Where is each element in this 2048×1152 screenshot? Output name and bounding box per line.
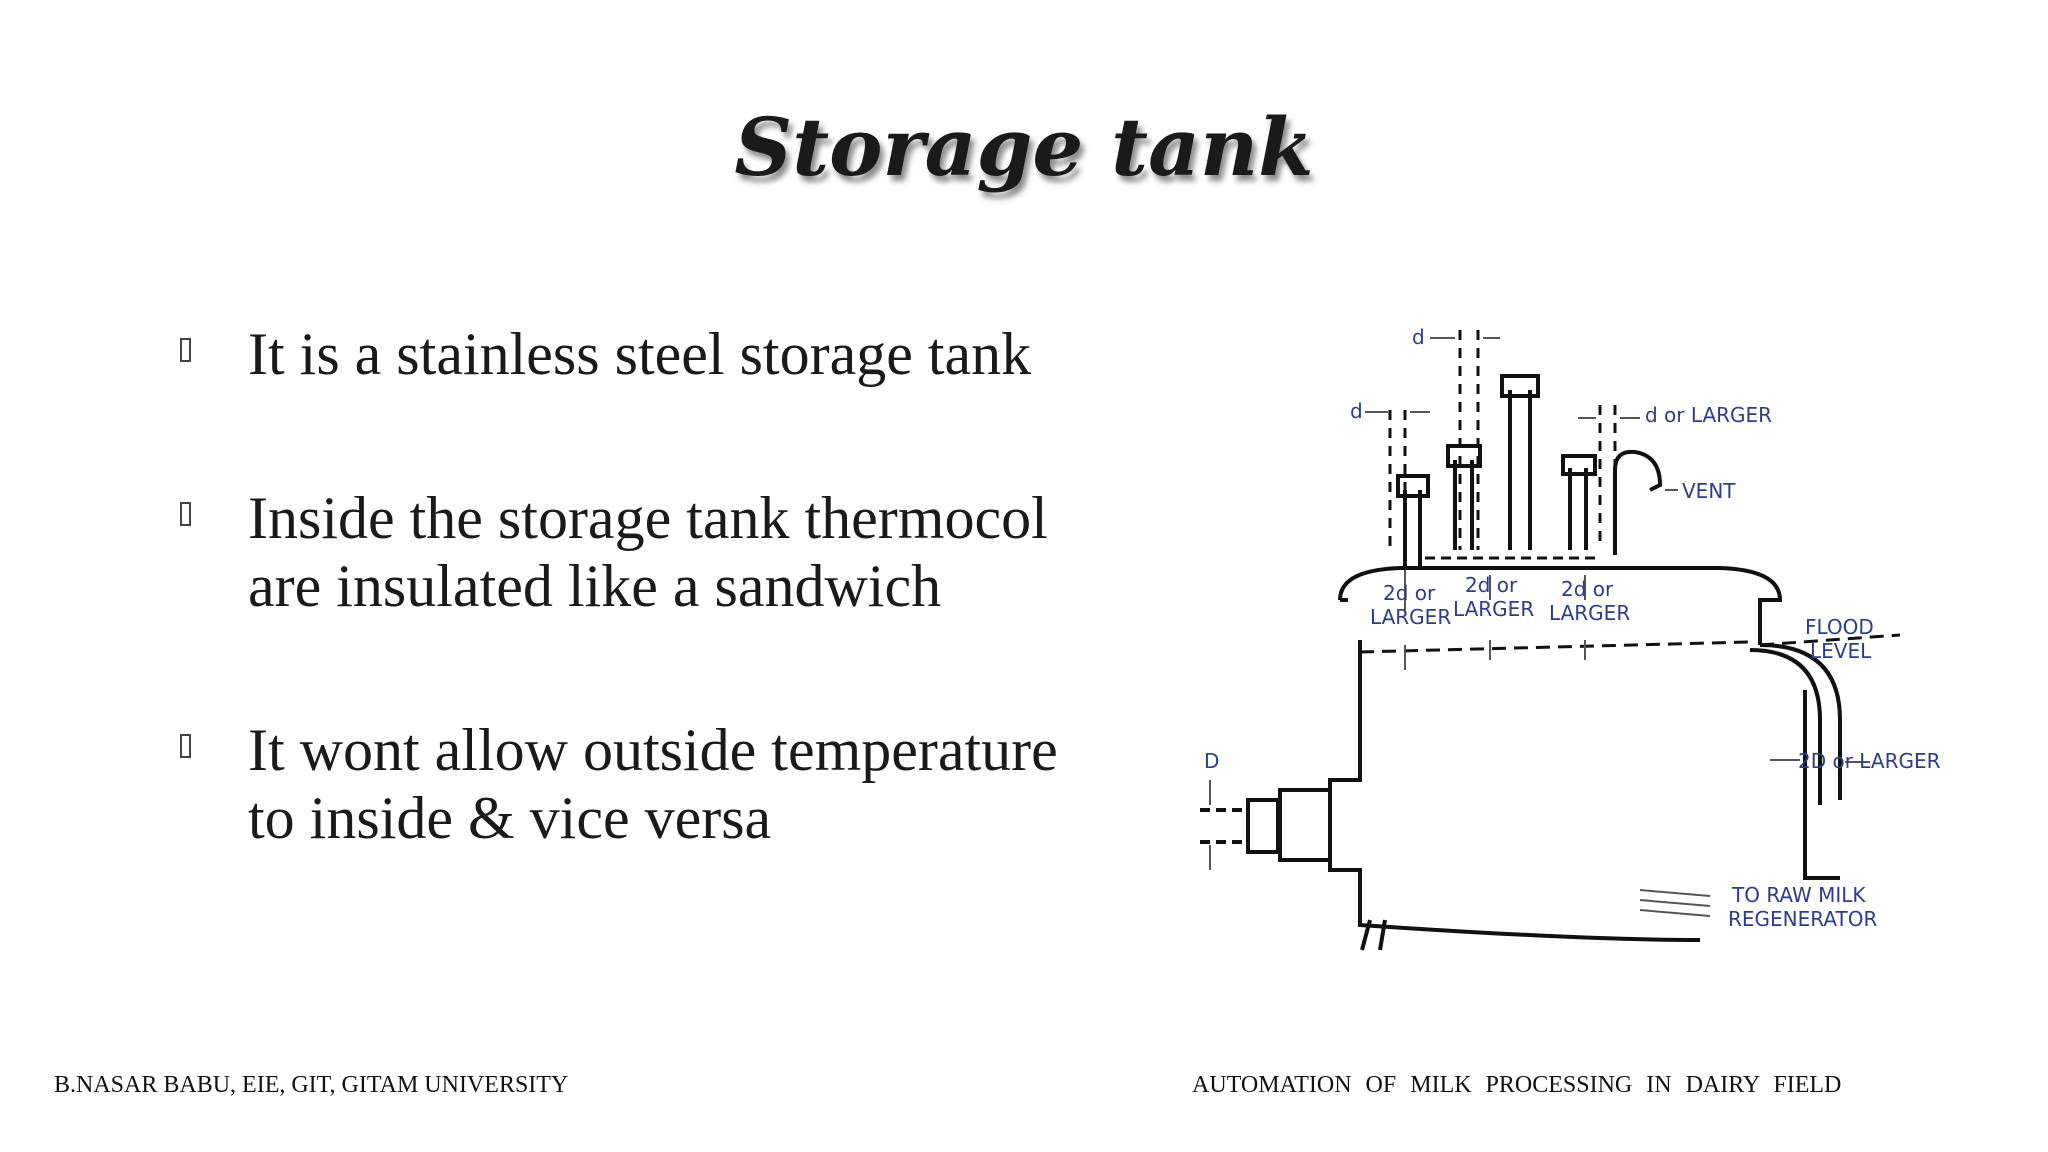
square-bullet-icon [180,502,191,526]
label-gap1-line2: LARGER [1370,605,1451,629]
footer-author: B.NASAR BABU, EIE, GIT, GITAM UNIVERSITY [54,1072,569,1098]
label-raw-line1: TO RAW MILK [1731,883,1866,907]
bullet-text: It wont allow outside temperature to ins… [248,717,1058,851]
bullet-text: Inside the storage tank thermocol are in… [248,485,1048,619]
label-gap1-line1: 2d or [1383,581,1436,605]
slide-title: Storage tank [734,100,1314,194]
label-flood-line2: LEVEL [1810,639,1872,663]
storage-tank-diagram: d d d or LARGER VENT 2d or LARGER 2d or … [1200,325,1940,951]
square-bullet-icon [180,734,191,758]
bullet-item: Inside the storage tank thermocol are in… [170,484,1070,620]
square-bullet-icon [180,338,191,362]
tank-outline [1200,330,1901,951]
label-d-left: d [1350,399,1363,423]
label-flood-line1: FLOOD [1805,615,1874,639]
label-raw-line2: REGENERATOR [1728,907,1877,931]
bullet-text: It is a stainless steel storage tank [248,321,1032,387]
label-gap2-line1: 2d or [1465,573,1518,597]
label-d-top: d [1412,325,1425,349]
bullet-item: It wont allow outside temperature to ins… [170,716,1070,852]
bullet-list: It is a stainless steel storage tank Ins… [170,320,1070,948]
label-gap3-line1: 2d or [1561,577,1614,601]
label-d-or-larger: d or LARGER [1645,403,1772,427]
label-inlet-d: D [1204,749,1219,773]
label-gap2-line2: LARGER [1453,597,1534,621]
dimension-arrows [1209,337,1870,917]
label-outlet: 2D or LARGER [1798,749,1940,773]
label-gap3-line2: LARGER [1549,601,1630,625]
footer-course: AUTOMATION OF MILK PROCESSING IN DAIRY F… [1192,1072,1842,1098]
bullet-item: It is a stainless steel storage tank [170,320,1070,388]
label-vent: VENT [1682,479,1736,503]
